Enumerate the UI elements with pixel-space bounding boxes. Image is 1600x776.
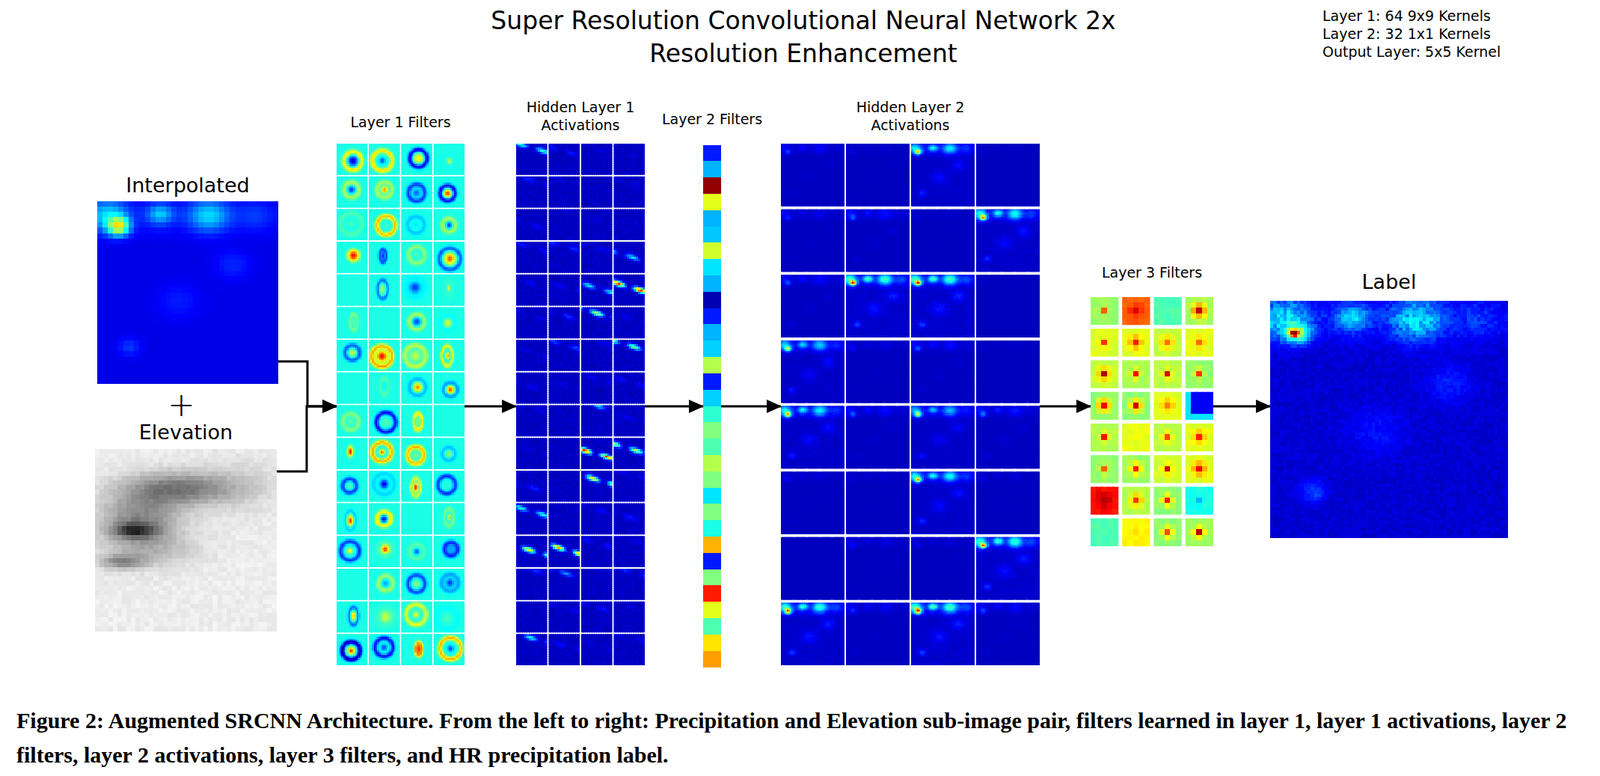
panel-heading: Hidden Layer 2 Activations <box>839 97 982 135</box>
note: Layer 1: 64 9x9 Kernels <box>1322 7 1491 24</box>
image <box>780 143 1040 665</box>
image <box>1270 300 1508 538</box>
image <box>97 201 279 384</box>
filter-strip: Layer 2 Filters <box>703 145 722 668</box>
image <box>516 143 645 665</box>
image <box>703 145 722 668</box>
arrow <box>464 405 517 408</box>
arrow <box>276 406 337 472</box>
arrow <box>1213 405 1271 408</box>
arrow <box>644 405 704 408</box>
image <box>336 143 465 665</box>
panel-heading: Layer 2 Filters <box>661 109 763 129</box>
interpolated-panel: Interpolated <box>97 201 279 384</box>
filter-grid: Layer 3 Filters <box>1090 296 1214 547</box>
note: Output Layer: 5x5 Kernel <box>1322 43 1501 60</box>
arrow <box>721 405 781 408</box>
image <box>94 448 277 632</box>
panel-heading: Interpolated <box>125 172 250 199</box>
panel-heading: Label <box>1362 268 1417 295</box>
title: Super Resolution Convolutional Neural Ne… <box>444 4 1163 71</box>
plus-sign: + <box>167 384 196 425</box>
panel-heading: Layer 1 Filters <box>350 112 451 132</box>
label-panel: Label <box>1270 300 1508 538</box>
panel-heading: Hidden Layer 1 Activations <box>509 97 652 135</box>
arrow <box>278 361 337 407</box>
activation-grid: Hidden Layer 1 Activations <box>516 143 645 665</box>
panel-heading: Layer 3 Filters <box>1101 263 1203 283</box>
arrow <box>1039 405 1091 408</box>
filter-grid: Layer 1 Filters <box>336 143 465 665</box>
elevation-panel: Elevation <box>94 448 277 632</box>
note: Layer 2: 32 1x1 Kernels <box>1322 25 1491 42</box>
image <box>1090 296 1214 547</box>
caption: Figure 2: Augmented SRCNN Architecture. … <box>16 703 1588 772</box>
activation-grid: Hidden Layer 2 Activations <box>780 143 1040 665</box>
